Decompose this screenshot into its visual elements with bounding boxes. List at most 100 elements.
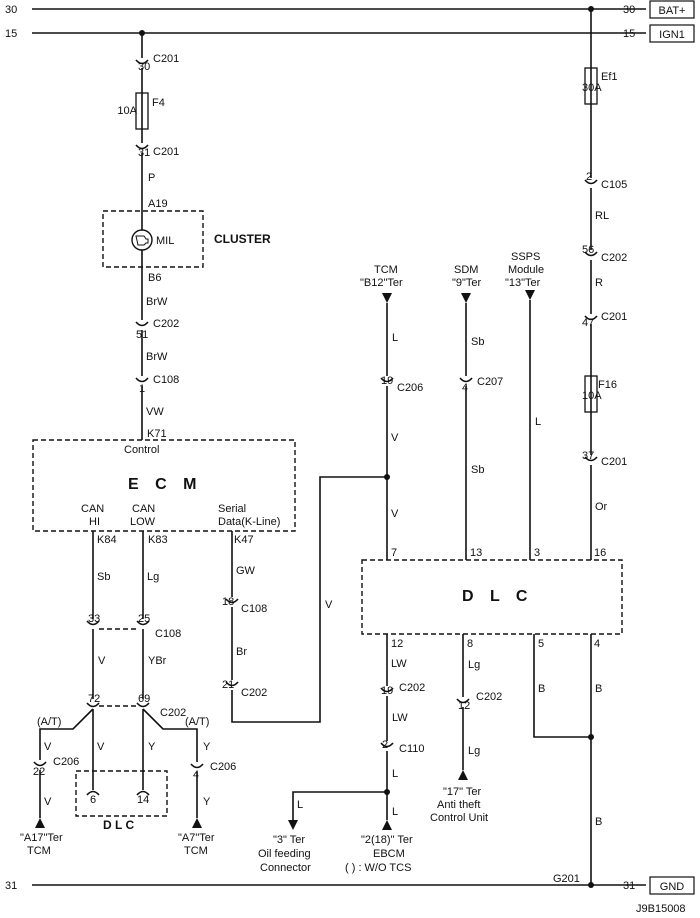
ecm-can-low-2: LOW [130, 516, 156, 528]
c201-47-label: C201 [601, 311, 627, 323]
wire-sdm-sb2-label: Sb [471, 464, 484, 476]
c201-47-pin: 47 [582, 317, 594, 329]
c108-33-pin: 33 [88, 613, 100, 625]
ecm-pin-low: K83 [148, 534, 168, 546]
gnd-rail-tag [649, 876, 695, 895]
wire-b-pin5 [533, 634, 591, 738]
c110-2-pin: 2 [382, 739, 388, 751]
anti-theft-arrow-icon [458, 770, 468, 780]
wire-gw-label: GW [236, 565, 256, 577]
dlc-pin-3: 3 [534, 547, 540, 559]
c202-69-pin: 69 [138, 693, 150, 705]
cluster-pin-out: B6 [148, 272, 161, 284]
wire-can-hi-to-tcm [39, 708, 94, 760]
ssps-top-label-2: Module [508, 264, 544, 276]
connector-c206-19 [380, 377, 394, 383]
gnd-rail-num-right: 31 [623, 880, 635, 892]
c201-37-label: C201 [601, 456, 627, 468]
c201-37-pin: 37 [582, 450, 594, 462]
c105-2-label: C105 [601, 179, 627, 191]
tcm-top-label-1: TCM [374, 264, 398, 276]
connector-c202-69 [136, 702, 150, 708]
c201-top-label: C201 [153, 53, 179, 65]
dlc-small-pin-14-icon [136, 790, 150, 796]
wire-v-mid-label: V [97, 741, 105, 753]
wire-serial-v-label: V [325, 599, 333, 611]
c201-bot-pin: 31 [138, 147, 150, 159]
ign-rail-num-left: 15 [5, 28, 17, 40]
tcm-a17-label-1: "A17"Ter [20, 832, 63, 844]
wire-b-3-label: B [595, 816, 602, 828]
ign-rail-name: IGN1 [659, 29, 685, 41]
dlc-small-name: D L C [103, 818, 134, 832]
fuse-ef1-rating: 30A [582, 82, 602, 94]
c206-4-pin: 4 [193, 769, 199, 781]
c201-bot-label: C201 [153, 146, 179, 158]
wire-v-left-label: V [44, 741, 52, 753]
c108-18-label: C108 [241, 603, 267, 615]
mil-label: MIL [156, 235, 174, 247]
wire-b-2-label: B [595, 683, 602, 695]
connector-c202-19 [380, 687, 394, 693]
c105-2-pin: 2 [586, 171, 592, 183]
ssps-top-label-1: SSPS [511, 251, 540, 263]
connector-c108-33 [86, 620, 100, 626]
bat-rail-name: BAT+ [658, 5, 685, 17]
c201-top-pin: 30 [138, 61, 150, 73]
ecm-name: E C M [128, 476, 202, 493]
wire-v-left-low-label: V [44, 796, 52, 808]
c108-18-pin: 18 [222, 596, 234, 608]
wire-p-label: P [148, 172, 155, 184]
anti-label-2: Anti theft [437, 799, 480, 811]
dlc-pin-5: 5 [538, 638, 544, 650]
ecm-can-hi-1: CAN [81, 503, 104, 515]
connector-c110-2 [380, 742, 394, 748]
dlc-pin-12: 12 [391, 638, 403, 650]
c207-4-label: C207 [477, 376, 503, 388]
oil-label-2: Oil feeding [258, 848, 311, 860]
dlc-pin-7: 7 [391, 547, 397, 559]
ebcm-label-2: EBCM [373, 848, 405, 860]
ecm-control-label: Control [124, 444, 159, 456]
wire-can-hi-sb-label: Sb [97, 571, 110, 583]
wire-ssps-l-label: L [535, 416, 541, 428]
c202-19-pin: 19 [381, 685, 393, 697]
tcm-a17-arrow-icon [35, 818, 45, 828]
fuse-ef1-name: Ef1 [601, 71, 618, 83]
connector-c108-1 [135, 377, 149, 383]
c202-12-pin: 12 [458, 700, 470, 712]
ecm-serial-2: Data(K-Line) [218, 516, 280, 528]
tcm-top-label-2: "B12"Ter [360, 277, 403, 289]
wire-l-oil [292, 791, 387, 820]
wire-lw-2-label: LW [392, 712, 408, 724]
fuse-f16-rating: 10A [582, 390, 602, 402]
wire-or-label: Or [595, 501, 608, 513]
c202-72-pin: 72 [88, 693, 100, 705]
junction-tcm-serial [384, 474, 390, 480]
junction-gnd [588, 882, 594, 888]
ref-code: J9B15008 [636, 903, 686, 915]
sdm-top-arrow-icon [461, 293, 471, 303]
oil-arrow-icon [288, 820, 298, 830]
c206-4-label: C206 [210, 761, 236, 773]
connector-c202-51 [135, 321, 149, 327]
bat-rail-num-left: 30 [5, 4, 17, 16]
fuse-f4-name: F4 [152, 97, 165, 109]
dlc-small-pin-14: 14 [137, 794, 149, 806]
wire-lg-1-label: Lg [468, 659, 480, 671]
c202-51-label: C202 [153, 318, 179, 330]
tcm-a7-label-2: TCM [184, 845, 208, 857]
ign-rail-tag [649, 24, 695, 43]
wire-serial-to-dlc [231, 476, 387, 723]
ign-rail-num-right: 15 [623, 28, 635, 40]
c110-2-label: C110 [399, 743, 424, 755]
dlc-small-pin-6-icon [86, 790, 100, 796]
dlc-pin-8: 8 [467, 638, 473, 650]
ebcm-arrow-icon [382, 820, 392, 830]
tcm-a7-label-1: "A7"Ter [178, 832, 215, 844]
wire-lg-2-label: Lg [468, 745, 480, 757]
wire-brw-2-label: BrW [146, 351, 168, 363]
c206-19-label: C206 [397, 382, 423, 394]
wire-br-label: Br [236, 646, 247, 658]
